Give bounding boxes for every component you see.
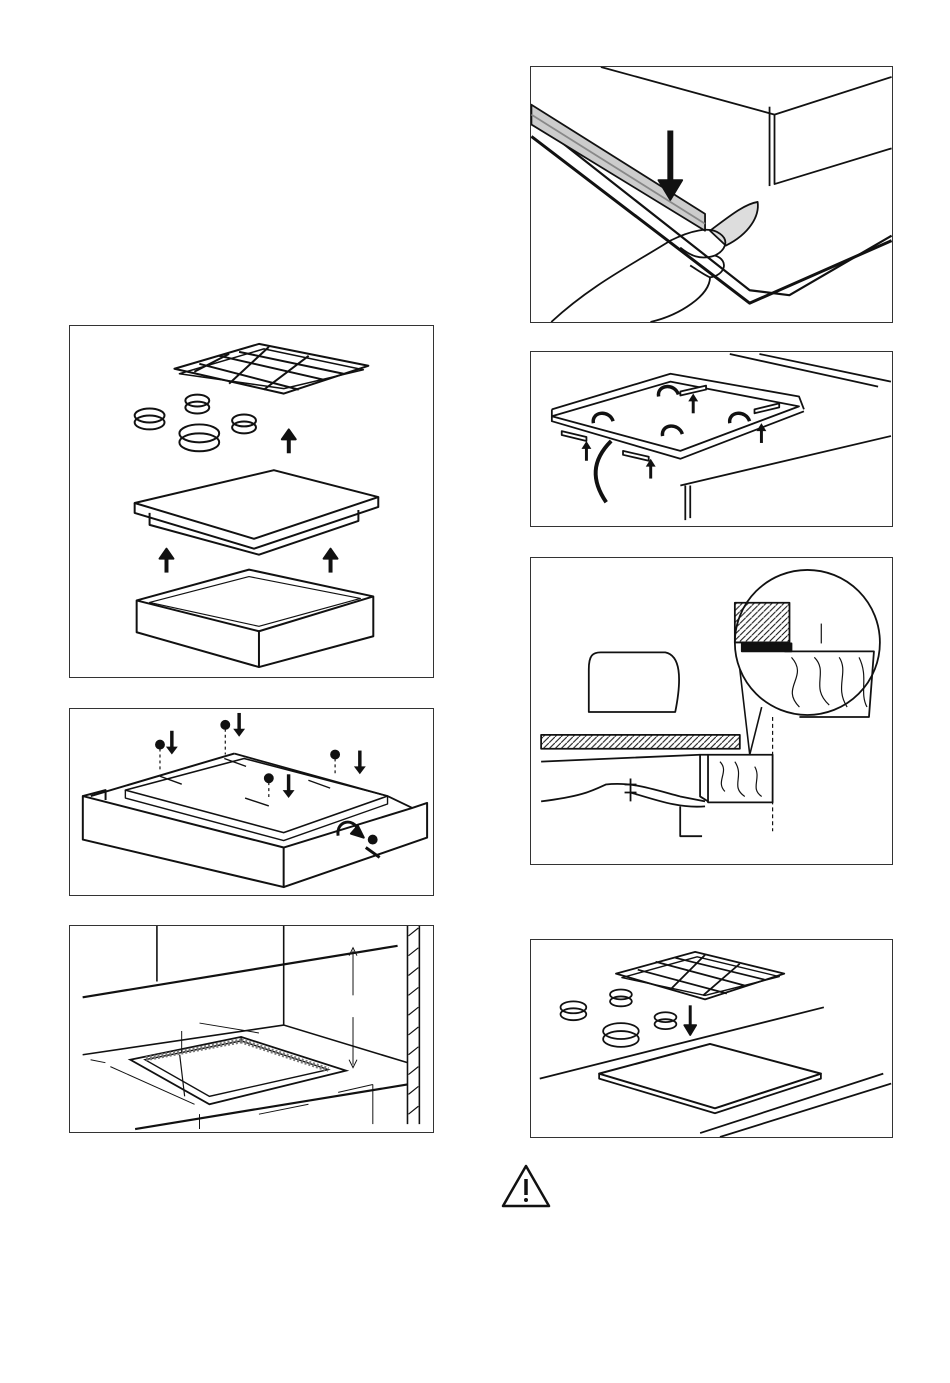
refit-parts-illustration xyxy=(531,940,892,1137)
hob-unpacking-illustration xyxy=(70,326,433,677)
hand xyxy=(551,230,725,322)
seal-detail-illustration xyxy=(531,558,892,864)
worktop-section xyxy=(708,755,773,803)
pan-support-grid xyxy=(174,344,368,394)
burner-caps xyxy=(561,989,677,1046)
seal-strip xyxy=(742,643,792,651)
figure-seal-detail xyxy=(530,557,893,865)
knob xyxy=(589,652,679,712)
cutout-dimensions-illustration xyxy=(70,926,433,1132)
figure-worktop-cutout xyxy=(69,925,434,1133)
figure-fix-brackets xyxy=(530,351,893,527)
cutout-opening xyxy=(130,1037,346,1104)
hob-top xyxy=(135,470,379,555)
rotate-arrow-icon xyxy=(593,387,749,436)
seal-application-illustration xyxy=(531,67,892,322)
figure-remove-parts xyxy=(69,325,434,678)
figure-apply-seal xyxy=(530,66,893,323)
screw-icon xyxy=(156,721,339,782)
bracket-fixing-illustration xyxy=(531,352,892,526)
screw-icon xyxy=(625,779,637,802)
gas-pipe xyxy=(596,441,612,502)
figure-packaging-screws xyxy=(69,708,434,896)
frame-screws-illustration xyxy=(70,709,433,895)
warning-triangle-icon xyxy=(500,1163,552,1209)
peel-tab xyxy=(710,202,758,246)
bracket-marks xyxy=(160,758,330,805)
hob-top xyxy=(599,1044,821,1108)
seal-strip xyxy=(531,105,705,231)
burner-caps xyxy=(135,395,256,452)
pan-support-grid xyxy=(616,952,784,1000)
hob-plate xyxy=(541,735,740,749)
figure-refit-parts xyxy=(530,939,893,1138)
packaging-box xyxy=(137,570,374,667)
